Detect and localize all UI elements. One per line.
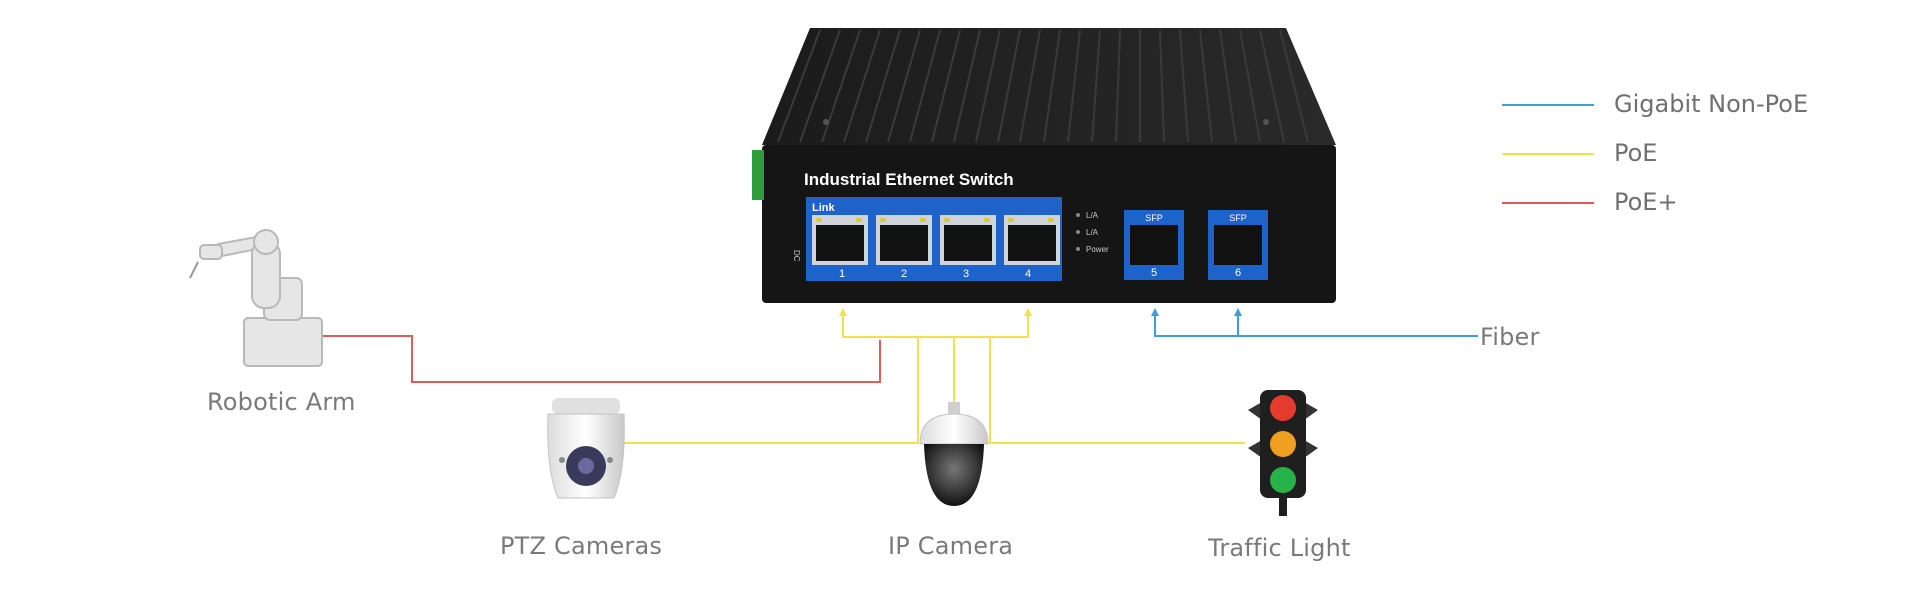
indicator-label-2: L/A [1086, 228, 1099, 237]
rj45-ports [812, 215, 1060, 265]
indicator-label-1: L/A [1086, 211, 1099, 220]
poe-arrows [839, 308, 1032, 316]
poe-lines [620, 316, 1245, 444]
ip-camera-icon [919, 402, 989, 506]
port-label-2: 2 [901, 268, 907, 280]
port-label-3: 3 [963, 268, 969, 280]
sfp-label-6: SFP [1229, 213, 1247, 223]
link-label: Link [812, 202, 835, 214]
ethernet-switch: Industrial Ethernet Switch Link DC 1 2 3… [752, 28, 1336, 303]
traffic-light-icon [1248, 390, 1318, 516]
traffic-light-label: Traffic Light [1208, 534, 1351, 562]
legend-line-poe [1502, 153, 1594, 155]
legend-label-gigabit: Gigabit Non-PoE [1614, 90, 1809, 118]
port-label-4: 4 [1025, 268, 1031, 280]
robotic-arm-label: Robotic Arm [207, 388, 356, 416]
fiber-label: Fiber [1480, 323, 1540, 351]
ptz-cameras-label: PTZ Cameras [500, 532, 663, 560]
sfp-number-6: 6 [1235, 267, 1241, 279]
port-label-1: 1 [839, 268, 845, 280]
ip-camera-label: IP Camera [888, 532, 1014, 560]
legend-line-poe-plus [1502, 202, 1594, 204]
switch-title: Industrial Ethernet Switch [804, 170, 1014, 189]
sfp-ports [1124, 210, 1268, 280]
legend-label-poe: PoE [1614, 139, 1658, 167]
robotic-arm-icon [189, 229, 323, 367]
poe-plus-line [322, 335, 881, 383]
fiber-arrows [1151, 308, 1242, 316]
legend-label-poe-plus: PoE+ [1614, 188, 1678, 216]
legend-line-gigabit [1502, 104, 1594, 106]
dc-label: DC [792, 250, 801, 262]
indicator-label-3: Power [1086, 245, 1109, 254]
ptz-camera-icon [547, 398, 625, 499]
fiber-lines [1154, 316, 1478, 337]
sfp-number-5: 5 [1151, 267, 1157, 279]
sfp-label-5: SFP [1145, 213, 1163, 223]
